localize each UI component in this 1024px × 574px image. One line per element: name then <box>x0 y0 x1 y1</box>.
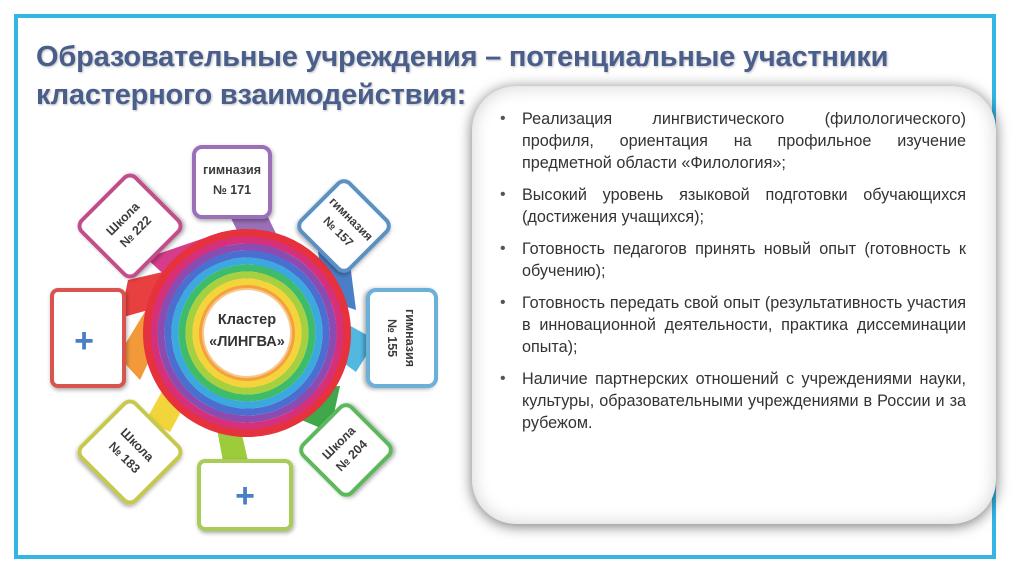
criteria-item: • Готовность педагогов принять новый опыт… <box>500 238 966 282</box>
node-label-type: гимназия <box>203 163 261 177</box>
cluster-center-label-1: Кластер <box>218 312 276 328</box>
cluster-diagram: Кластер «ЛИНГВА» гимназия № 171 гимназия… <box>50 145 438 531</box>
bullet-icon: • <box>500 294 506 311</box>
slide-title: Образовательные учреждения – потенциальн… <box>36 38 896 114</box>
node-add-left[interactable]: + <box>50 288 126 388</box>
node-label-number: № 155 <box>385 319 399 357</box>
criteria-item: • Высокий уровень языковой подготовки обу… <box>500 184 966 228</box>
node-label-type: гимназия <box>403 309 417 367</box>
node-gymnasium-171[interactable]: гимназия № 171 <box>192 145 272 219</box>
bullet-icon: • <box>500 240 506 257</box>
plus-icon: + <box>74 322 94 360</box>
node-add-bottom[interactable]: + <box>197 459 293 531</box>
slide-title-line-1: Образовательные учреждения – потенциальн… <box>36 41 889 73</box>
criteria-text: Готовность педагогов принять новый опыт … <box>522 240 966 280</box>
bullet-icon: • <box>500 370 506 387</box>
node-school-204[interactable]: Школа № 204 <box>298 402 394 498</box>
criteria-text: Реализация лингвистического (филологичес… <box>522 110 966 172</box>
criteria-text: Высокий уровень языковой подготовки обуч… <box>522 186 966 226</box>
node-label-number: № 171 <box>213 183 251 197</box>
node-gymnasium-157[interactable]: гимназия № 157 <box>296 178 392 274</box>
cluster-center-disc <box>202 288 292 378</box>
criteria-text: Наличие партнерских отношений с учрежден… <box>522 370 966 432</box>
criteria-list: • Реализация лингвистического (филологиче… <box>500 108 966 434</box>
bullet-icon: • <box>500 110 506 127</box>
criteria-panel: • Реализация лингвистического (филологиче… <box>472 86 996 524</box>
criteria-item: • Реализация лингвистического (филологиче… <box>500 108 966 174</box>
cluster-center-label-2: «ЛИНГВА» <box>209 334 285 350</box>
bullet-icon: • <box>500 186 506 203</box>
node-school-222[interactable]: Школа № 222 <box>76 172 183 279</box>
node-gymnasium-155[interactable]: гимназия № 155 <box>366 288 438 388</box>
plus-icon: + <box>235 477 255 515</box>
criteria-item: • Наличие партнерских отношений с учрежде… <box>500 368 966 434</box>
rainbow-rings <box>143 229 351 437</box>
node-school-183[interactable]: Школа № 183 <box>76 398 183 505</box>
criteria-item: • Готовность передать свой опыт (результа… <box>500 292 966 358</box>
slide-title-line-2: кластерного взаимодействия: <box>36 79 467 111</box>
criteria-text: Готовность передать свой опыт (результат… <box>522 294 966 356</box>
